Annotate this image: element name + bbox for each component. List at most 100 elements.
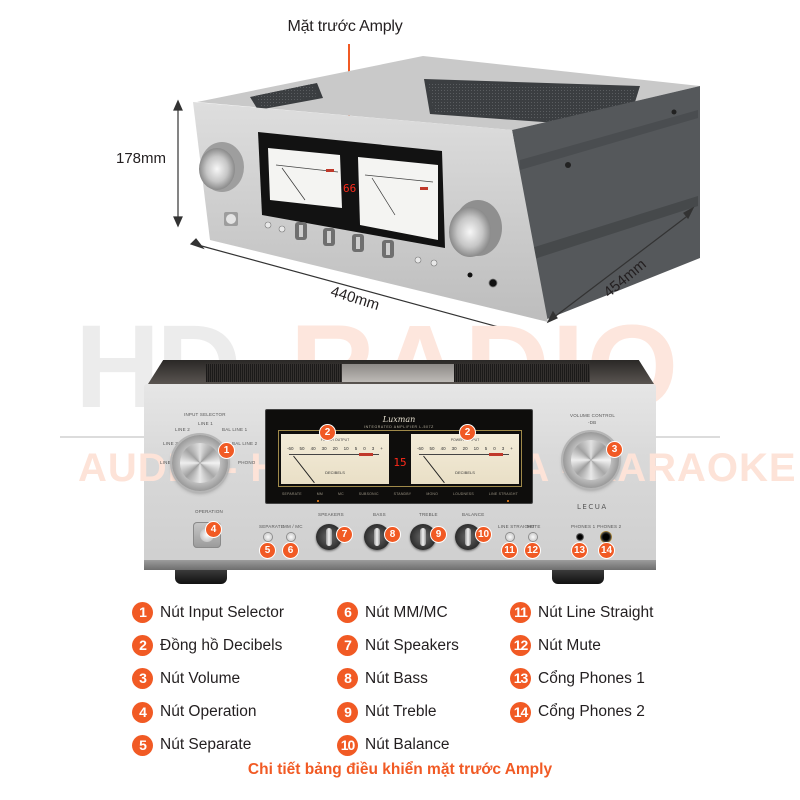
line-straight-label: LINE STRAIGHT: [498, 524, 535, 529]
input-position-label: LINE 4: [160, 460, 175, 465]
callout-badge-2: 2: [460, 425, 475, 440]
chassis-base: [144, 560, 656, 570]
callout-badge-6: 6: [283, 543, 298, 558]
callout-badge-13: 13: [572, 543, 587, 558]
callout-badge-10: 10: [476, 527, 491, 542]
phones-2-label: PHONES 2: [597, 524, 622, 529]
legend-item: 4 Nút Operation: [132, 696, 284, 729]
legend-item: 14 Cổng Phones 2: [510, 696, 653, 729]
input-position-label: LINE 2: [175, 427, 190, 432]
callout-badge-14: 14: [599, 543, 614, 558]
input-selector-label: INPUT SELECTOR: [184, 412, 226, 417]
indicator-label: SEPARATE: [282, 492, 302, 496]
callout-badge-7: 7: [337, 527, 352, 542]
legend-label: Nút Speakers: [365, 636, 459, 654]
input-position-label: LINE 1: [198, 421, 213, 426]
amplifier-3d-illustration: 66: [173, 56, 700, 330]
treble-label: TREBLE: [419, 512, 438, 517]
input-position-label: BAL LINE 1: [222, 427, 248, 432]
legend-label: Nút MM/MC: [365, 603, 448, 621]
mm-mc-button[interactable]: [287, 533, 295, 541]
foot-left: [175, 570, 227, 584]
model-name: INTEGRATED AMPLIFIER L-507Z: [364, 425, 434, 429]
legend-number-badge: 3: [132, 668, 153, 690]
input-position-label: PHONO: [238, 460, 256, 465]
callout-badge-2: 2: [320, 425, 335, 440]
volume-digital-display: 15: [393, 456, 407, 469]
dimension-height: 178mm: [116, 150, 167, 167]
foot-right: [552, 570, 604, 584]
legend-label: Nút Line Straight: [538, 603, 654, 621]
meter-title: POWER OUTPUT: [450, 438, 480, 442]
legend-number-badge: 10: [337, 734, 358, 756]
mute-button[interactable]: [529, 533, 537, 541]
indicator-label: STANDBY: [393, 492, 412, 496]
callout-badge-4: 4: [206, 522, 221, 537]
volume-knob[interactable]: [563, 432, 619, 488]
indicator-led-mm: [317, 500, 319, 502]
legend-label: Nút Balance: [365, 736, 450, 754]
callout-badge-11: 11: [502, 543, 517, 558]
callout-badge-1: 1: [219, 443, 234, 458]
legend-item: 2 Đồng hồ Decibels: [132, 629, 284, 662]
phones-1-label: PHONES 1: [571, 524, 596, 529]
meter-frame: [278, 430, 522, 487]
separate-button[interactable]: [264, 533, 272, 541]
callout-badge-9: 9: [431, 527, 446, 542]
legend-item: 12 Nút Mute: [510, 629, 653, 662]
legend-number-badge: 11: [510, 602, 531, 624]
volume-control-label: VOLUME CONTROL: [570, 413, 616, 418]
legend-number-badge: 9: [337, 701, 358, 723]
callout-badge-5: 5: [260, 543, 275, 558]
mm-mc-label: MM / MC: [283, 524, 303, 529]
figure-caption: Chi tiết bảng điều khiển mặt trước Amply: [247, 761, 553, 778]
top-view-title: Mặt trước Amply: [287, 18, 403, 35]
separate-label: SEPARATE: [259, 524, 284, 529]
legend-label: Nút Treble: [365, 703, 437, 721]
legend-label: Đồng hồ Decibels: [160, 636, 283, 654]
legend-label: Nút Volume: [160, 669, 241, 687]
legend-label: Cổng Phones 2: [538, 703, 645, 721]
mute-label: MUTE: [527, 524, 541, 529]
heatsink-vent-right: [454, 364, 590, 382]
legend-label: Nút Mute: [538, 636, 601, 654]
indicator-label: MM: [316, 492, 323, 496]
lecua-mark: LECUA: [577, 503, 608, 511]
volume-unit-label: -dB: [588, 420, 597, 425]
legend-item: 3 Nút Volume: [132, 662, 284, 695]
speakers-label: SPEAKERS: [318, 512, 344, 517]
line-straight-button[interactable]: [506, 533, 514, 541]
indicator-led-line-straight: [507, 500, 509, 502]
input-position-label: BAL LINE 2: [232, 441, 258, 446]
phones-1-jack[interactable]: [576, 533, 584, 541]
legend-item: 9 Nút Treble: [337, 696, 459, 729]
legend-label: Nút Operation: [160, 703, 257, 721]
legend-number-badge: 4: [132, 701, 153, 723]
legend-item: 11 Nút Line Straight: [510, 596, 653, 629]
input-selector-knob[interactable]: [172, 435, 228, 491]
legend-number-badge: 2: [132, 635, 153, 657]
bass-label: BASS: [373, 512, 386, 517]
legend-label: Cổng Phones 1: [538, 669, 645, 687]
legend-number-badge: 12: [510, 635, 531, 657]
phones-2-jack[interactable]: [600, 531, 612, 543]
legend-number-badge: 14: [510, 701, 531, 723]
callout-badge-3: 3: [607, 442, 622, 457]
indicator-row: SEPARATE MM MC SUBSONIC STANDBY MONO LOU…: [282, 492, 518, 496]
operation-label: OPERATION: [195, 509, 223, 514]
meter-window: Luxman INTEGRATED AMPLIFIER L-507Z POWER…: [265, 409, 533, 504]
meter-title: POWER OUTPUT: [320, 438, 350, 442]
